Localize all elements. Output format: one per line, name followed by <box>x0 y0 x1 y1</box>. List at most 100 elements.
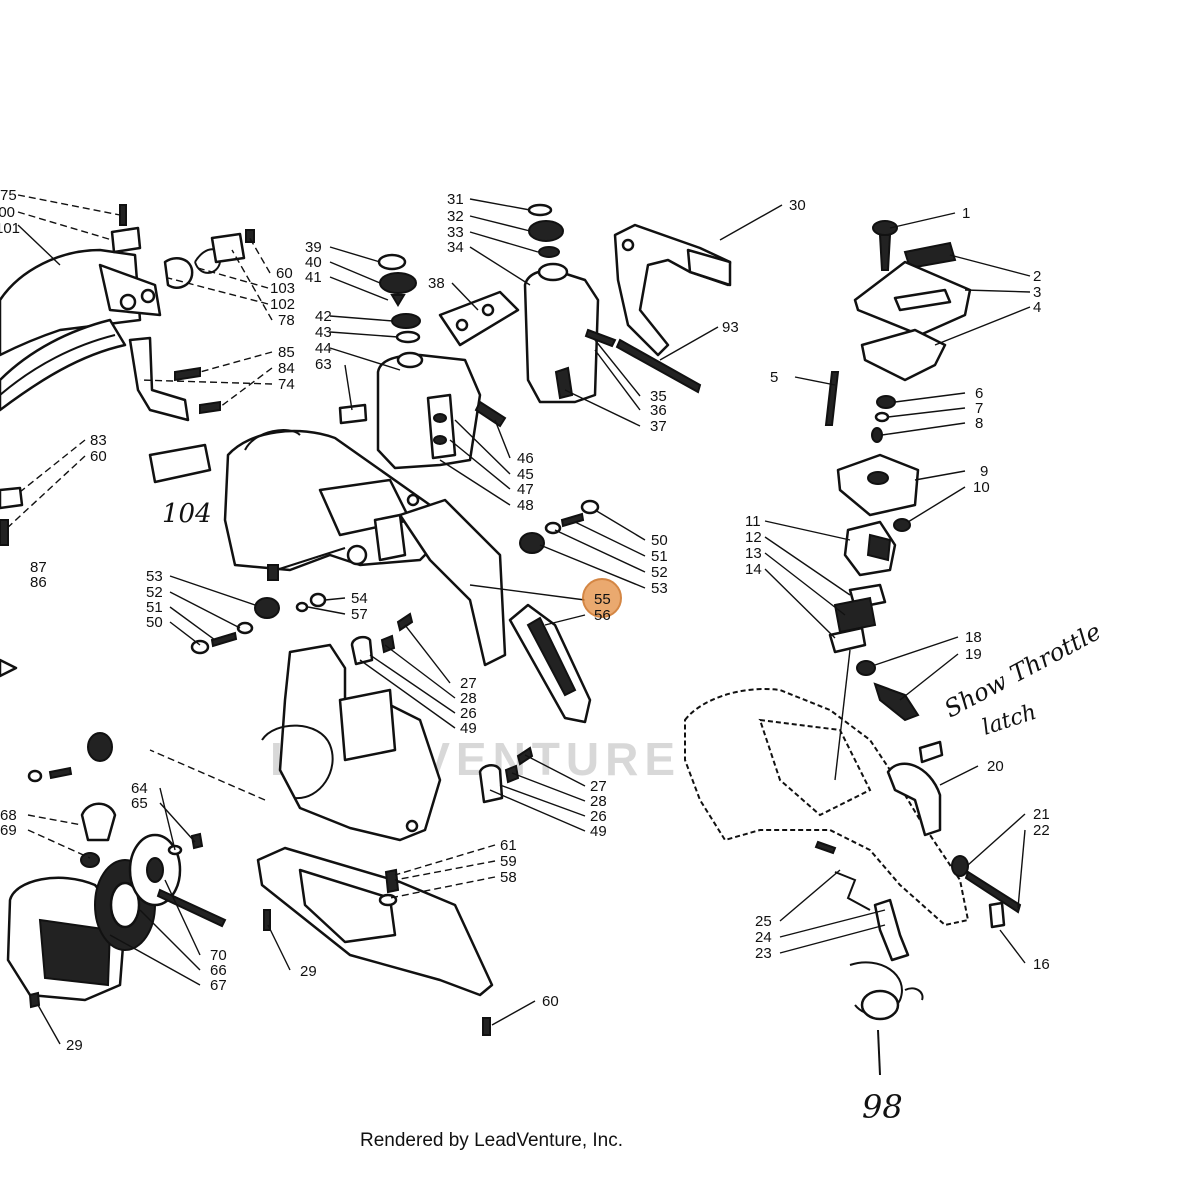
callout-55[interactable]: 55 <box>594 591 611 608</box>
callout-51: 51 <box>146 599 163 616</box>
callout-69: 69 <box>0 822 17 839</box>
rear-housing <box>684 688 1022 1076</box>
callout-33: 33 <box>447 224 464 241</box>
handwritten-104: 104 <box>162 499 212 529</box>
callout-labels: 75 100 101 60 103 102 78 85 84 74 83 60 … <box>0 187 1050 1054</box>
callout-52: 52 <box>146 584 163 601</box>
callout-56: 56 <box>594 607 611 624</box>
rear-handle-55-56 <box>508 603 592 724</box>
callout-13: 13 <box>745 545 762 562</box>
callout-34: 34 <box>447 239 464 256</box>
callout-60: 60 <box>90 448 107 465</box>
callout-87: 87 <box>30 559 47 576</box>
callout-83: 83 <box>90 432 107 449</box>
callout-53: 53 <box>651 580 668 597</box>
callout-61: 61 <box>500 837 517 854</box>
handle-bracket-30 <box>613 223 732 394</box>
callout-27: 27 <box>460 675 477 692</box>
bottom-plate <box>256 846 494 1036</box>
callout-19: 19 <box>965 646 982 663</box>
callout-48: 48 <box>517 497 534 514</box>
callout-57: 57 <box>351 606 368 623</box>
callout-28: 28 <box>460 690 477 707</box>
callout-18: 18 <box>965 629 982 646</box>
callout-31: 31 <box>447 191 464 208</box>
callout-58: 58 <box>500 869 517 886</box>
callout-41: 41 <box>305 269 322 286</box>
callout-12: 12 <box>745 529 762 546</box>
callout-23: 23 <box>755 945 772 962</box>
callout-44: 44 <box>315 340 332 357</box>
callout-20: 20 <box>987 758 1004 775</box>
footer-credit: Rendered by LeadVenture, Inc. <box>360 1130 623 1151</box>
fuel-tank-31-37 <box>523 203 617 404</box>
callout-68: 68 <box>0 807 17 824</box>
callout-53: 53 <box>146 568 163 585</box>
callout-67: 67 <box>210 977 227 994</box>
callout-5: 5 <box>770 369 778 386</box>
callout-78: 78 <box>278 312 295 329</box>
callout-30: 30 <box>789 197 806 214</box>
callout-101: 101 <box>0 220 20 237</box>
air-filter-assembly <box>824 220 972 532</box>
callout-54: 54 <box>351 590 368 607</box>
callout-93: 93 <box>722 319 739 336</box>
callout-85: 85 <box>278 344 295 361</box>
callout-60: 60 <box>542 993 559 1010</box>
oil-tank <box>338 351 507 470</box>
callout-52: 52 <box>651 564 668 581</box>
callout-84: 84 <box>278 360 295 377</box>
engine-block <box>261 612 534 842</box>
callout-38: 38 <box>428 275 445 292</box>
callout-43: 43 <box>315 324 332 341</box>
callout-51: 51 <box>651 548 668 565</box>
callout-32: 32 <box>447 208 464 225</box>
callout-60: 60 <box>276 265 293 282</box>
callout-7: 7 <box>975 400 983 417</box>
callout-27: 27 <box>590 778 607 795</box>
callout-100: 100 <box>0 204 15 221</box>
carburetor-assembly <box>828 520 920 722</box>
callout-39: 39 <box>305 239 322 256</box>
callout-102: 102 <box>270 296 295 313</box>
callout-26: 26 <box>590 808 607 825</box>
callout-24: 24 <box>755 929 772 946</box>
callout-1: 1 <box>962 205 970 222</box>
callout-35: 35 <box>650 388 667 405</box>
callout-50: 50 <box>146 614 163 631</box>
callout-37: 37 <box>650 418 667 435</box>
callout-11: 11 <box>745 513 761 530</box>
callout-2: 2 <box>1033 268 1041 285</box>
callout-63: 63 <box>315 356 332 373</box>
callout-46: 46 <box>517 450 534 467</box>
handwritten-98: 98 <box>862 1088 903 1126</box>
callout-74: 74 <box>278 376 295 393</box>
callout-65: 65 <box>131 795 148 812</box>
callout-25: 25 <box>755 913 772 930</box>
callout-59: 59 <box>500 853 517 870</box>
callout-64: 64 <box>131 780 148 797</box>
callout-29: 29 <box>300 963 317 980</box>
callout-22: 22 <box>1033 822 1050 839</box>
callout-14: 14 <box>745 561 762 578</box>
leader-lines <box>4 194 1031 1045</box>
callout-86: 86 <box>30 574 47 591</box>
callout-6: 6 <box>975 385 983 402</box>
starter-assembly <box>0 658 227 1009</box>
callout-9: 9 <box>980 463 988 480</box>
highlight-marker <box>582 578 622 618</box>
callout-36: 36 <box>650 402 667 419</box>
callout-3: 3 <box>1033 284 1041 301</box>
callout-45: 45 <box>517 466 534 483</box>
callout-21: 21 <box>1033 806 1050 823</box>
callout-50: 50 <box>651 532 668 549</box>
callout-8: 8 <box>975 415 983 432</box>
callout-4: 4 <box>1033 299 1041 316</box>
small-parts-50-53 <box>190 499 600 655</box>
front-handle-assembly <box>0 204 255 546</box>
callout-42: 42 <box>315 308 332 325</box>
callout-10: 10 <box>973 479 990 496</box>
callout-28: 28 <box>590 793 607 810</box>
callout-40: 40 <box>305 254 322 271</box>
